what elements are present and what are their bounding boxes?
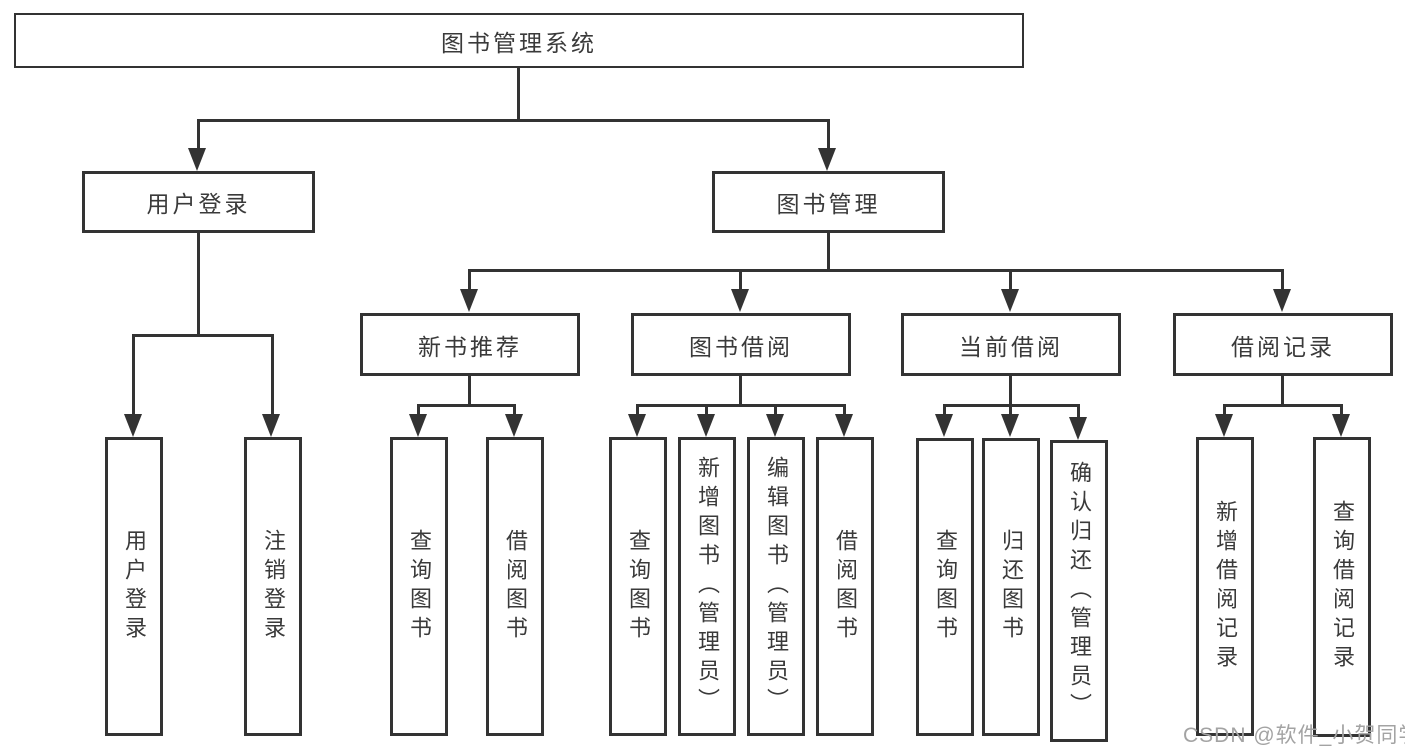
connector-to-nbr-borrow [513, 404, 516, 416]
connector-to-leaf-user-login [132, 334, 135, 416]
connector-br-crossbar [1223, 404, 1343, 407]
node-user-login: 用户登录 [82, 171, 315, 233]
node-cb-return-books: 归还图书 [982, 438, 1040, 736]
arrowhead-book-borrowing [731, 289, 749, 312]
connector-nbr-stem [468, 376, 471, 406]
arrowhead-bb-add [697, 414, 715, 437]
arrowhead-new-book-rec [460, 289, 478, 312]
arrowhead-br-add [1215, 414, 1233, 437]
node-book-borrowing: 图书借阅 [631, 313, 851, 376]
connector-root-stem [517, 66, 520, 121]
arrowhead-cb-return [1001, 414, 1019, 437]
node-book-management: 图书管理 [712, 171, 945, 233]
connector-to-nbr-query [417, 404, 420, 416]
connector-to-borrow-records [1281, 269, 1284, 291]
node-library-system: 图书管理系统 [14, 13, 1024, 68]
arrowhead-bb-edit [766, 414, 784, 437]
node-label: 借阅图书 [833, 528, 858, 645]
connector-to-bb-borrow [843, 404, 846, 416]
node-bb-query-books: 查询图书 [609, 437, 667, 736]
node-label: 确认归还（管理员） [1067, 460, 1092, 722]
node-label: 图书管理 [776, 191, 881, 217]
connector-to-bb-edit [774, 404, 777, 416]
connector-bb-crossbar [636, 404, 846, 407]
arrowhead-bb-borrow [835, 414, 853, 437]
node-label: 借阅图书 [503, 528, 528, 645]
csdn-watermark: CSDN @软件_小贺同学 [1183, 724, 1405, 747]
arrowhead-br-query [1332, 414, 1350, 437]
node-label: 归还图书 [999, 529, 1024, 645]
connector-user-login-crossbar [132, 334, 273, 337]
connector-to-br-query [1340, 404, 1343, 416]
node-label: 注销登录 [261, 528, 286, 645]
connector-to-bb-add [705, 404, 708, 416]
connector-to-cb-return [1009, 404, 1012, 416]
connector-root-crossbar [197, 119, 830, 122]
node-label: 查询图书 [933, 529, 958, 645]
connector-book-mgmt-stem [827, 233, 830, 271]
connector-to-current-borrowing [1009, 269, 1012, 291]
node-label: 查询图书 [626, 528, 651, 645]
node-br-add-record: 新增借阅记录 [1196, 437, 1254, 736]
arrowhead-user-login [188, 148, 206, 171]
connector-to-book-mgmt [827, 119, 830, 151]
connector-cb-stem [1009, 376, 1012, 406]
node-label: 借阅记录 [1231, 333, 1335, 360]
node-nbr-query-books: 查询图书 [390, 437, 448, 736]
node-current-borrowing: 当前借阅 [901, 313, 1121, 376]
node-label: 查询图书 [407, 528, 432, 645]
connector-to-cb-query [943, 404, 946, 416]
arrowhead-nbr-borrow [505, 414, 523, 437]
node-label: 用户登录 [122, 528, 147, 645]
connector-book-mgmt-crossbar [468, 269, 1284, 272]
node-label: 新增图书（管理员） [695, 456, 720, 717]
arrowhead-leaf-user-login [124, 414, 142, 437]
connector-bb-stem [739, 376, 742, 406]
node-label: 用户登录 [146, 191, 251, 217]
arrowhead-nbr-query [409, 414, 427, 437]
connector-to-bb-query [636, 404, 639, 416]
arrowhead-current-borrowing [1001, 289, 1019, 312]
connector-user-login-stem [197, 233, 200, 336]
node-new-book-recommend: 新书推荐 [360, 313, 580, 376]
node-br-query-record: 查询借阅记录 [1313, 437, 1371, 737]
arrowhead-leaf-logout [262, 414, 280, 437]
node-label: 新增借阅记录 [1213, 499, 1238, 674]
node-nbr-borrow-books: 借阅图书 [486, 437, 544, 736]
node-leaf-user-login: 用户登录 [105, 437, 163, 736]
node-label: 查询借阅记录 [1330, 500, 1355, 674]
node-bb-add-books-admin: 新增图书（管理员） [678, 437, 736, 736]
node-bb-borrow-books: 借阅图书 [816, 437, 874, 736]
node-cb-confirm-return-admin: 确认归还（管理员） [1050, 440, 1108, 742]
node-borrowing-records: 借阅记录 [1173, 313, 1393, 376]
node-label: 新书推荐 [418, 333, 522, 360]
connector-br-stem [1281, 376, 1284, 406]
node-label: 图书借阅 [689, 333, 793, 360]
arrowhead-bb-query [628, 414, 646, 437]
node-leaf-logout: 注销登录 [244, 437, 302, 736]
connector-to-book-borrowing [739, 269, 742, 291]
node-label: 图书管理系统 [441, 29, 597, 56]
connector-nbr-crossbar [417, 404, 516, 407]
arrowhead-borrow-records [1273, 289, 1291, 312]
node-bb-edit-books-admin: 编辑图书（管理员） [747, 437, 805, 736]
node-cb-query-books: 查询图书 [916, 438, 974, 736]
node-label: 当前借阅 [959, 333, 1063, 360]
connector-to-leaf-logout [271, 334, 274, 416]
arrowhead-cb-query [935, 414, 953, 437]
connector-to-user-login [197, 119, 200, 151]
connector-to-cb-confirm [1077, 404, 1080, 419]
node-label: 编辑图书（管理员） [764, 456, 789, 717]
arrowhead-book-mgmt [818, 148, 836, 171]
connector-to-br-add [1223, 404, 1226, 416]
connector-to-new-book-rec [468, 269, 471, 291]
arrowhead-cb-confirm [1069, 417, 1087, 440]
